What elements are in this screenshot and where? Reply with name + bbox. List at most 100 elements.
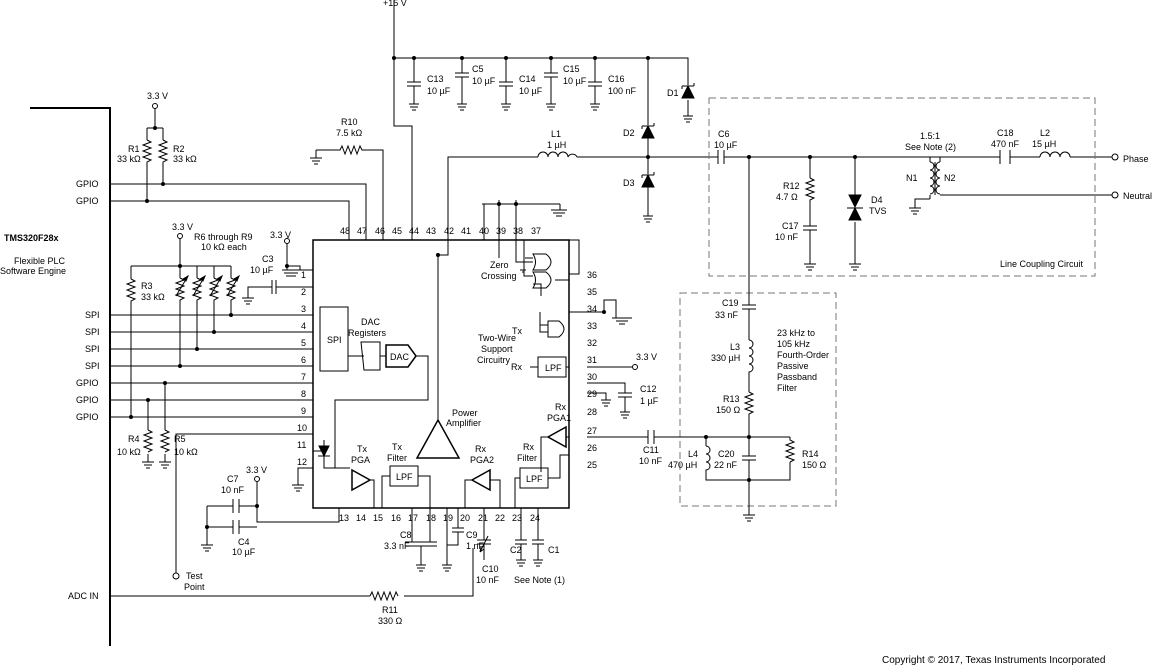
two-wire-circuitry	[530, 299, 632, 378]
c18-value: 470 nF	[991, 139, 1020, 149]
pin-21: 21	[478, 513, 488, 523]
d1-label: D1	[667, 88, 679, 98]
c5-value: 10 µF	[472, 76, 496, 86]
tx-pga-label-2: PGA	[351, 455, 370, 465]
r4-value: 10 kΩ	[117, 447, 141, 457]
pin-48: 48	[340, 226, 350, 236]
rx-pga2-label-2: PGA2	[470, 455, 494, 465]
right-pins: 25 26 27 28 29 30 31 32 33 34 35 36	[587, 270, 597, 470]
r14-label: R14	[802, 449, 819, 459]
l4-value: 470 µH	[668, 460, 697, 470]
c20-label: C20	[718, 449, 735, 459]
bandpass-filter-region	[679, 292, 837, 507]
c1-label: C1	[548, 545, 560, 555]
c13-value: 10 µF	[427, 86, 451, 96]
pin-16: 16	[391, 513, 401, 523]
test-point-label-1: Test	[186, 571, 203, 581]
rx-filter-label-2: Filter	[517, 453, 537, 463]
c11-value: 10 nF	[639, 456, 663, 466]
power-amplifier	[415, 418, 461, 459]
c2-label: C2	[510, 545, 522, 555]
gpio-label-1: GPIO	[76, 179, 99, 189]
r11-resistor	[369, 590, 399, 602]
l2-inductor	[1039, 151, 1071, 158]
r1-supply-label: 3.3 V	[147, 91, 168, 101]
spi-block-label: SPI	[327, 335, 342, 345]
pins-10-12-circuit	[172, 433, 350, 580]
zero-crossing-label-2: Crossing	[481, 271, 517, 281]
transformer-ratio: 1.5:1	[920, 131, 940, 141]
c14-value: 10 µF	[519, 86, 543, 96]
c12-capacitor	[587, 364, 638, 419]
pin-34: 34	[587, 304, 597, 314]
c8-label: C8	[400, 530, 412, 540]
bp-label-1: 23 kHz to	[777, 328, 815, 338]
c16-value: 100 nF	[608, 86, 637, 96]
pin-41: 41	[461, 226, 471, 236]
transformer-n1: N1	[906, 173, 918, 183]
rx-label: Rx	[511, 362, 522, 372]
c7-c4-capacitors	[201, 476, 340, 552]
tx-pga-amp	[351, 468, 372, 492]
c7-supply-label: 3.3 V	[246, 465, 267, 475]
c17-label: C17	[782, 221, 799, 231]
chip-part-label: TMS320F28x	[4, 233, 59, 243]
d1-bar	[681, 83, 695, 89]
dac-block-label: DAC	[390, 352, 410, 362]
spi-label-2: SPI	[85, 327, 100, 337]
afe-chip-body	[312, 239, 570, 509]
board-edge	[30, 107, 111, 646]
pin-17: 17	[408, 513, 418, 523]
rx-filter-wires	[464, 454, 569, 508]
r2-value: 33 kΩ	[173, 154, 197, 164]
l4-label: L4	[688, 449, 698, 459]
l3-value: 330 µH	[711, 353, 740, 363]
tx-pga-label-1: Tx	[357, 444, 367, 454]
pin-39: 39	[496, 226, 506, 236]
pin-10: 10	[297, 423, 307, 433]
rx-pga1-label-2: PGA1	[547, 413, 571, 423]
bottom-pins: 13 14 15 16 17 18 19 20 21 22 23 24	[339, 513, 540, 523]
pin-33: 33	[587, 321, 597, 331]
c6-value: 10 µF	[714, 140, 738, 150]
r1-label: R1	[128, 144, 140, 154]
c18-label: C18	[997, 128, 1014, 138]
pin-31: 31	[587, 355, 597, 365]
pin-24: 24	[530, 513, 540, 523]
r14-value: 150 Ω	[802, 460, 827, 470]
pin-43: 43	[426, 226, 436, 236]
pin-15: 15	[373, 513, 383, 523]
v15-label: +15 V	[383, 0, 407, 8]
pin-37: 37	[531, 226, 541, 236]
adc-in-label: ADC IN	[68, 591, 99, 601]
bandpass-chain	[587, 157, 796, 522]
spi-block	[319, 306, 349, 372]
pin-7: 7	[301, 372, 306, 382]
c15-value: 10 µF	[563, 76, 587, 86]
r10-resistor	[310, 144, 384, 240]
r5-label: R5	[174, 434, 186, 444]
r10-label: R10	[341, 117, 358, 127]
r4-label: R4	[128, 434, 140, 444]
d4-tvs	[847, 155, 863, 271]
zero-crossing-label-1: Zero	[490, 260, 509, 270]
c12-value: 1 µF	[640, 396, 659, 406]
pin-3: 3	[301, 304, 306, 314]
c7-label: C7	[227, 474, 239, 484]
pin-45: 45	[392, 226, 402, 236]
tx-lpf-label: LPF	[396, 472, 413, 482]
r4-r5-pulldowns	[142, 381, 171, 469]
c12-label: C12	[640, 384, 657, 394]
pin-44: 44	[409, 226, 419, 236]
c3-value: 10 µF	[250, 265, 274, 275]
pin-36: 36	[587, 270, 597, 280]
pin31-supply-label: 3.3 V	[636, 352, 657, 362]
tx-filter-wires	[370, 475, 431, 508]
d2-label: D2	[623, 128, 635, 138]
r10-value: 7.5 kΩ	[336, 128, 363, 138]
c14-label: C14	[519, 74, 536, 84]
pin-30: 30	[587, 372, 597, 382]
pin-28: 28	[587, 407, 597, 417]
pin-13: 13	[339, 513, 349, 523]
v15-supply-bus	[392, 0, 693, 240]
